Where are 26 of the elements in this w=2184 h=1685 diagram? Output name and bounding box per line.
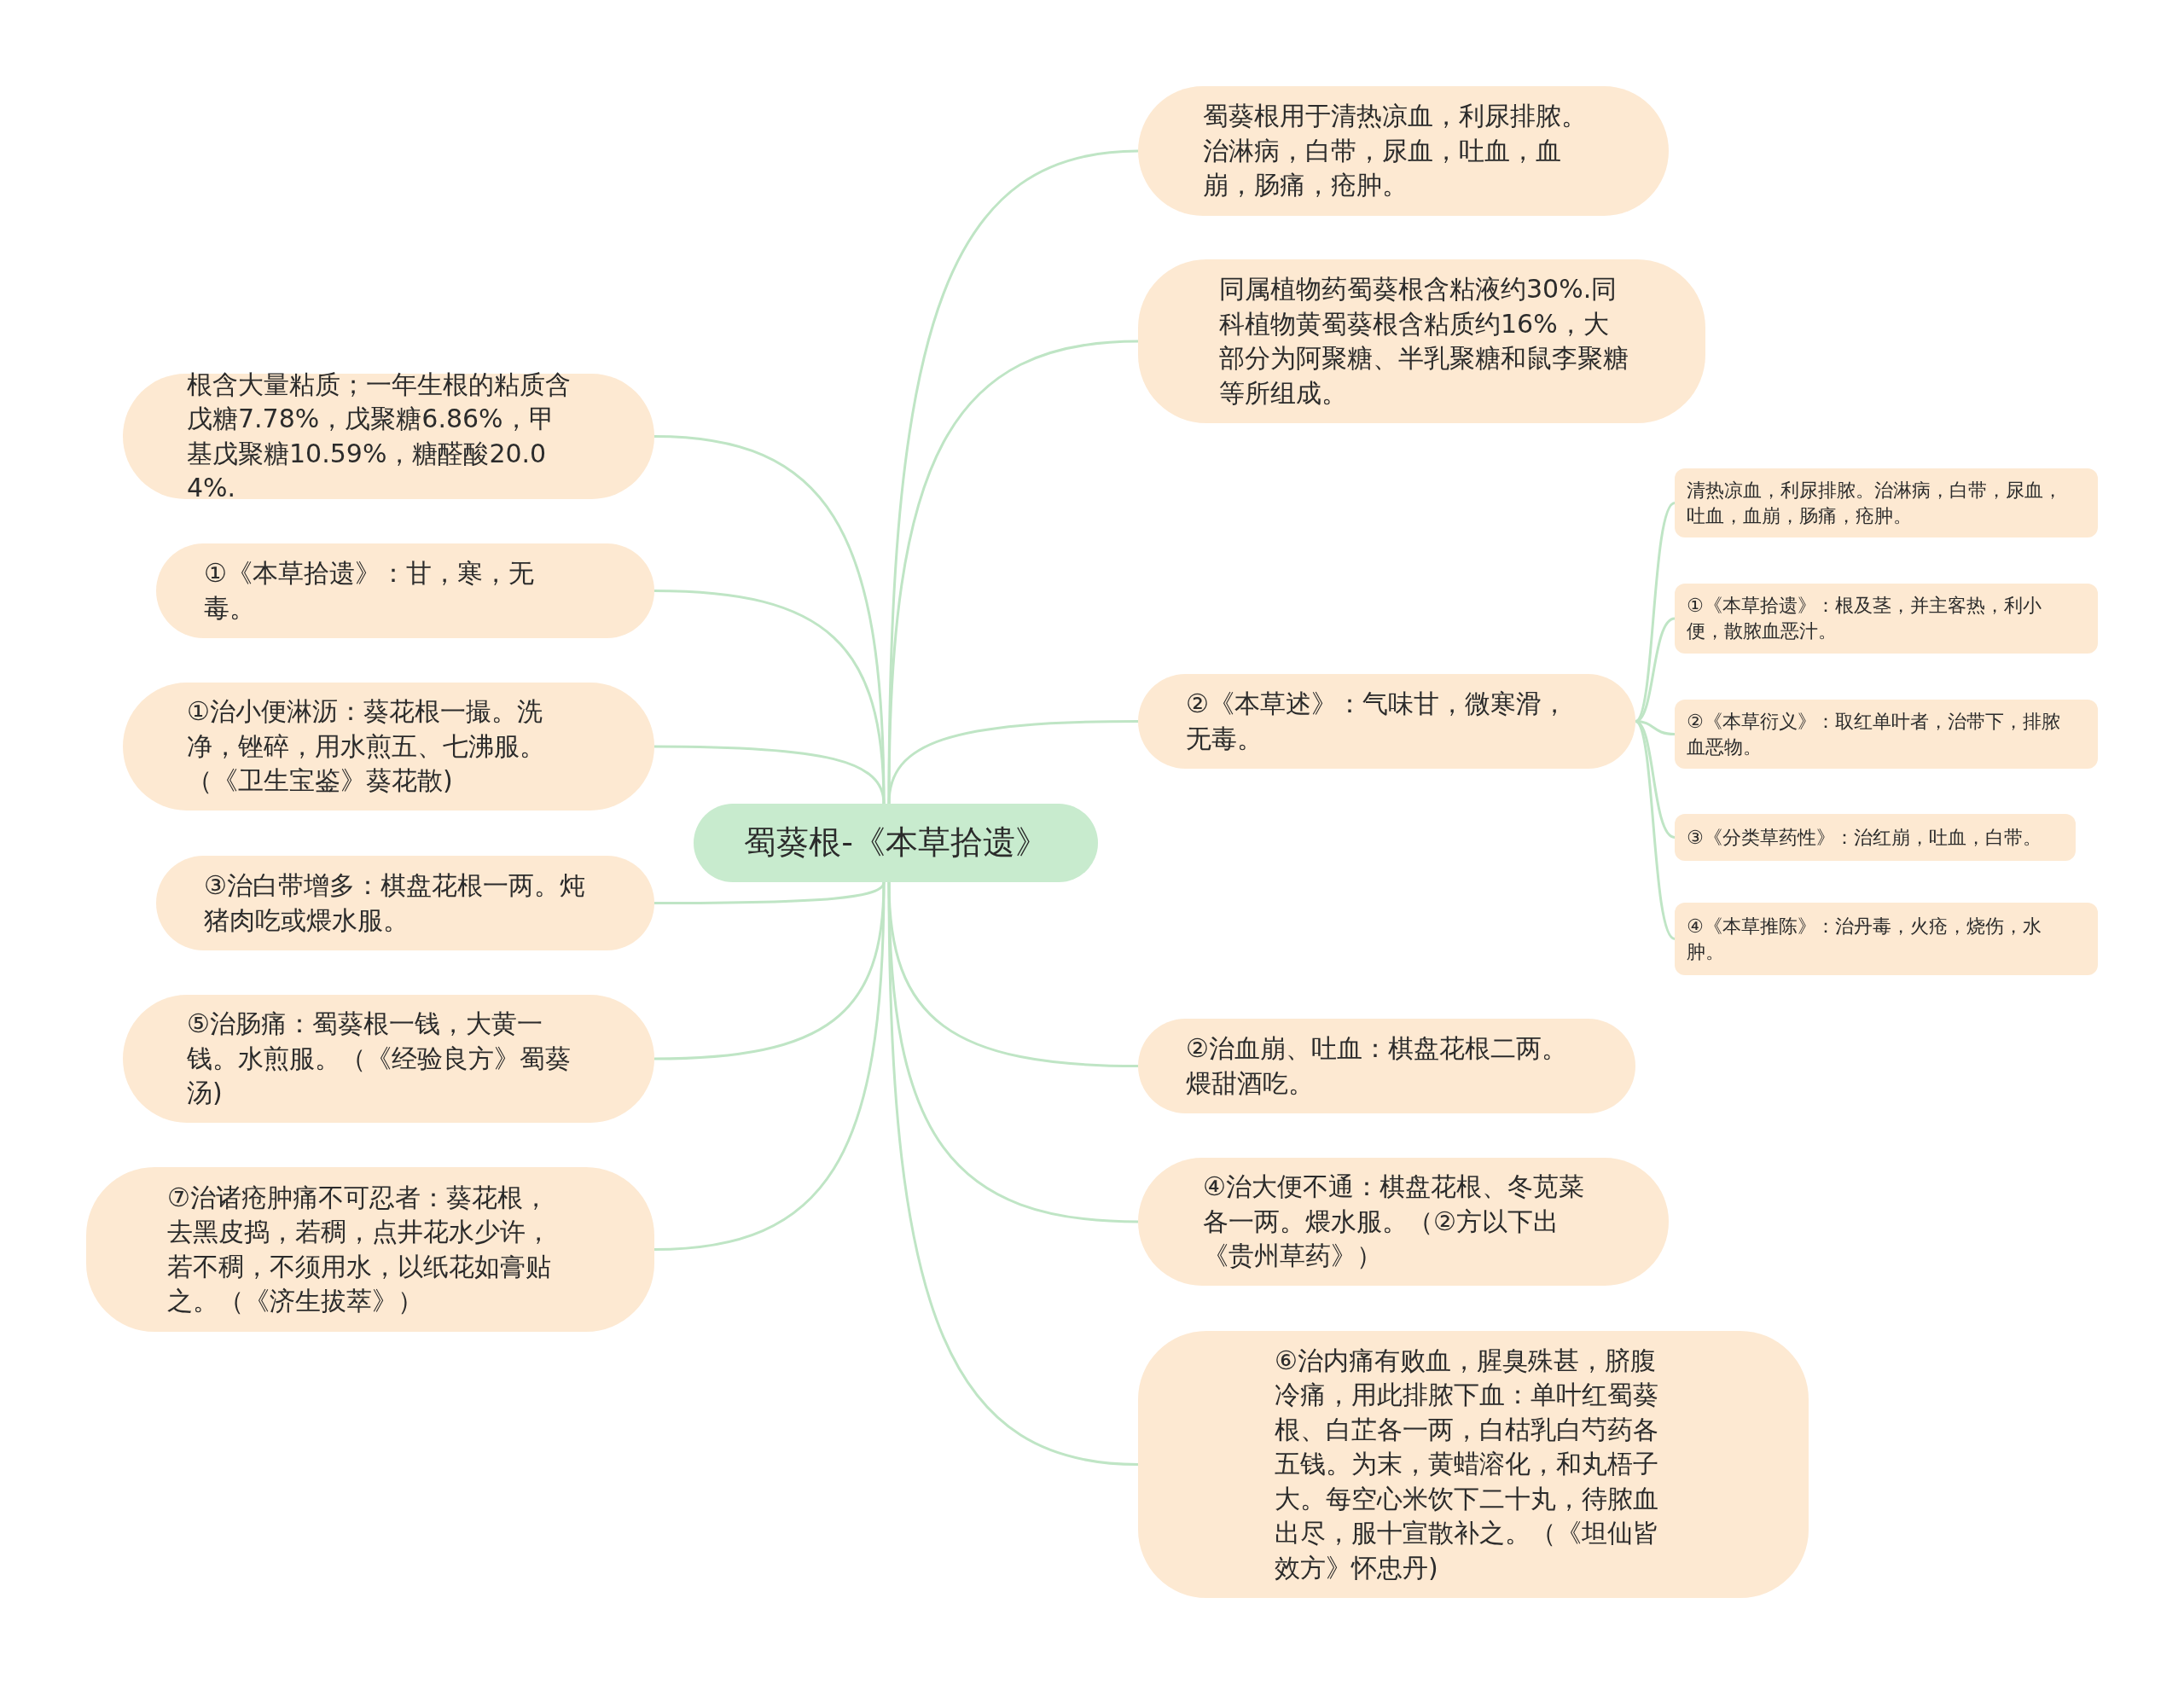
subtopic-box: ③《分类草药性》：治红崩，吐血，白带。 xyxy=(1675,814,2076,861)
branch-topic: ⑦治诸疮肿痛不可忍者：葵花根，去黑皮捣，若稠，点井花水少许，若不稠，不须用水，以纸花如膏贴之。（《济生拔萃》） xyxy=(86,1167,654,1332)
branch-topic: 蜀葵根用于清热凉血，利尿排脓。治淋病，白带，尿血，吐血，血崩，肠痛，疮肿。 xyxy=(1138,86,1669,216)
connector-line xyxy=(887,340,1139,805)
connector-line xyxy=(1634,720,1676,940)
connector-line xyxy=(887,882,1139,1466)
central-topic: 蜀葵根-《本草拾遗》 xyxy=(694,804,1098,882)
branch-topic: 根含大量粘质；一年生根的粘质含戊糖7.78%，戊聚糖6.86%，甲基戊聚糖10.59%，糖醛酸20.04%. xyxy=(123,374,654,499)
connector-line xyxy=(654,745,886,805)
connector-line xyxy=(1635,617,1676,723)
branch-topic: ②治血崩、吐血：棋盘花根二两。煨甜酒吃。 xyxy=(1138,1019,1635,1113)
branch-topic: ④治大便不通：棋盘花根、冬苋菜各一两。煨水服。（②方以下出《贵州草药》） xyxy=(1138,1158,1669,1286)
branch-topic: ②《本草述》：气味甘，微寒滑，无毒。 xyxy=(1138,674,1635,769)
branch-topic: ①《本草拾遗》：甘，寒，无毒。 xyxy=(156,543,654,638)
connector-line xyxy=(1634,502,1676,723)
branch-topic: ⑥治内痛有败血，腥臭殊甚，脐腹冷痛，用此排脓下血：单叶红蜀葵根、白芷各一两，白枯乳白芍药各五钱。为末，黄蜡溶化，和丸梧子大。每空心米饮下二十丸，待脓血出尽，服十宣散补之。（《坦仙皆效方》怀忠丹) xyxy=(1138,1331,1809,1598)
branch-topic: 同属植物药蜀葵根含粘液约30%.同科植物黄蜀葵根含粘质约16%，大部分为阿聚糖、半乳聚糖和鼠李聚糖等所组成。 xyxy=(1138,259,1705,423)
branch-topic: ①治小便淋沥：葵花根一撮。洗净，锉碎，用水煎五、七沸服。（《卫生宝鉴》葵花散) xyxy=(123,683,654,811)
subtopic-box: ④《本草推陈》：治丹毒，火疮，烧伤，水肿。 xyxy=(1675,903,2098,975)
connector-line xyxy=(887,720,1138,805)
subtopic-box: 清热凉血，利尿排脓。治淋病，白带，尿血，吐血，血崩，肠痛，疮肿。 xyxy=(1675,468,2098,537)
subtopic-box: ②《本草衍义》：取红单叶者，治带下，排脓血恶物。 xyxy=(1675,700,2098,769)
subtopic-box: ①《本草拾遗》：根及茎，并主客热，利小便，散脓血恶汁。 xyxy=(1675,584,2098,654)
branch-topic: ③治白带增多：棋盘花根一两。炖猪肉吃或煨水服。 xyxy=(156,856,654,950)
connector-line xyxy=(653,881,886,1251)
branch-topic: ⑤治肠痛：蜀葵根一钱，大黄一钱。水煎服。（《经验良方》蜀葵汤) xyxy=(123,995,654,1123)
